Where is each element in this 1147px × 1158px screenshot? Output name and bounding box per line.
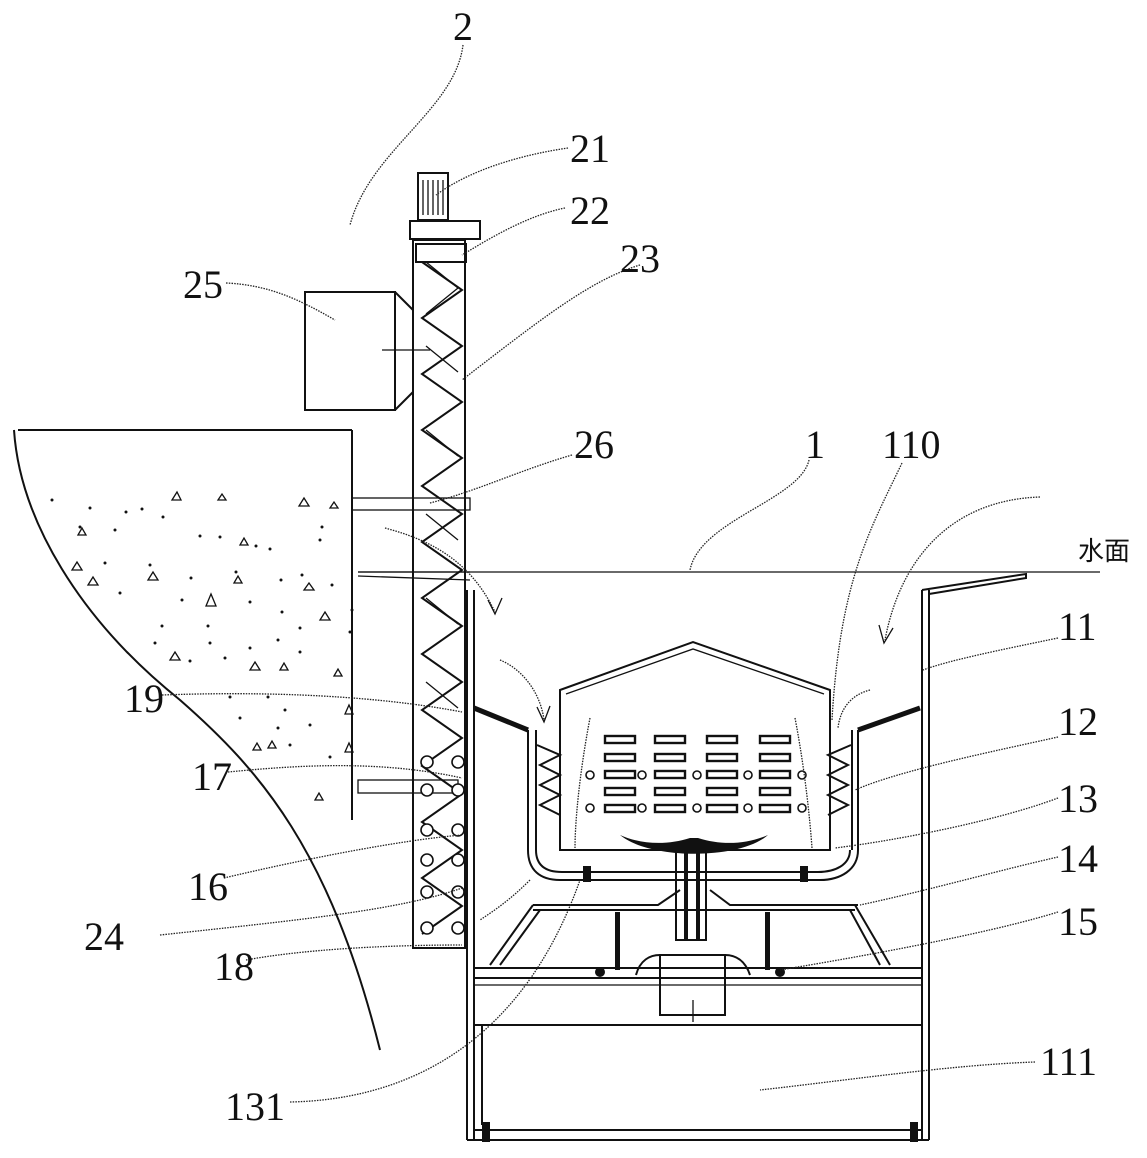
- material-particles: [50, 498, 354, 772]
- inner-basket-1: [489, 640, 891, 1022]
- label-19: 19: [124, 676, 164, 721]
- label-11: 11: [1058, 604, 1097, 649]
- label-13: 13: [1058, 776, 1098, 821]
- material-stones: [70, 490, 355, 801]
- flow-arrows: [384, 496, 1041, 921]
- outer-tank-11: [466, 572, 1027, 1142]
- label-18: 18: [214, 944, 254, 989]
- reference-labels: 2 21 22 23 25 26 1 110 水面 11 12 13 14 15…: [84, 4, 1130, 1129]
- label-25: 25: [183, 262, 223, 307]
- label-2: 2: [453, 4, 473, 49]
- basket-slots: [585, 734, 807, 814]
- leader-lines: [159, 44, 1059, 1103]
- label-21: 21: [570, 126, 610, 171]
- label-15: 15: [1058, 899, 1098, 944]
- label-24: 24: [84, 914, 124, 959]
- label-17: 17: [192, 754, 232, 799]
- label-16: 16: [188, 864, 228, 909]
- label-131: 131: [225, 1084, 285, 1129]
- label-water-surface: 水面: [1078, 537, 1130, 567]
- funnel-bellows: [473, 705, 921, 850]
- impeller-13: [620, 835, 768, 854]
- label-110: 110: [882, 422, 941, 467]
- screw-conveyor: [304, 172, 481, 949]
- outlet-box-25: [304, 291, 430, 411]
- label-1: 1: [805, 422, 825, 467]
- label-22: 22: [570, 188, 610, 233]
- label-23: 23: [620, 236, 660, 281]
- motor-21: [417, 172, 449, 221]
- screw-helix: [420, 261, 464, 935]
- label-12: 12: [1058, 699, 1098, 744]
- label-14: 14: [1058, 836, 1098, 881]
- label-26: 26: [574, 422, 614, 467]
- label-111: 111: [1040, 1039, 1097, 1084]
